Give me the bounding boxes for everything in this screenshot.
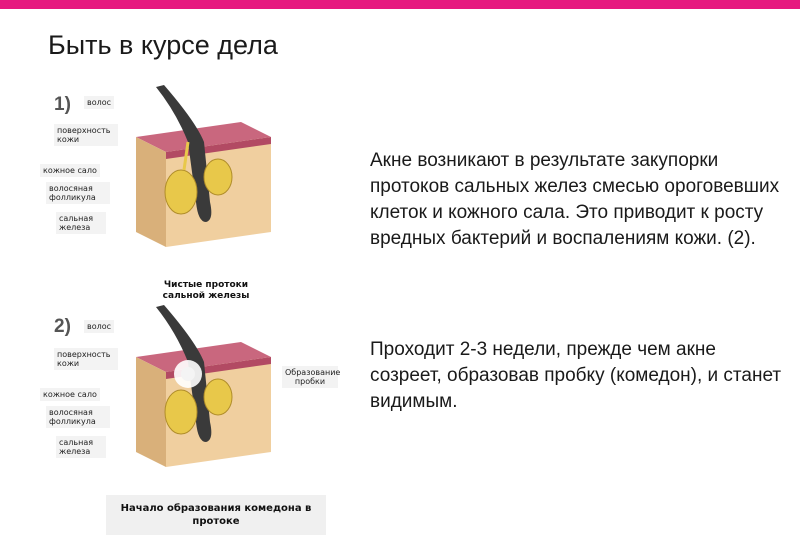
label-sebum: кожное сало [40,164,100,177]
figure-2-number: 2) [54,316,71,338]
page-title: Быть в курсе дела [48,30,278,61]
skin-block-1 [126,82,276,252]
skin-block-2 [126,302,276,472]
accent-bar [0,0,800,9]
figure-1-caption: Чистые протоки сальной железы [146,280,266,302]
label-skin-surface-2: поверхность кожи [54,348,118,370]
label-sebum-2: кожное сало [40,388,100,401]
figure-2-caption: Начало образования комедона в протоке [106,495,326,535]
label-hair-follicle-2: волосяная фолликула [46,406,110,428]
paragraph-acne-timeline: Проходит 2-3 недели, прежде чем акне соз… [370,337,790,415]
label-plug-formation: Образование пробки [282,366,338,388]
paragraph-acne-cause: Акне возникают в результате закупорки пр… [370,148,790,252]
label-hair-follicle: волосяная фолликула [46,182,110,204]
label-skin-surface: поверхность кожи [54,124,118,146]
label-sebaceous-gland: сальная железа [56,212,106,234]
label-hair-2: волос [84,320,114,333]
label-sebaceous-gland-2: сальная железа [56,436,106,458]
skin-diagram: 1) волос поверхность кожи кожное сало во… [36,82,336,542]
figure-1-number: 1) [54,94,71,116]
label-hair: волос [84,96,114,109]
